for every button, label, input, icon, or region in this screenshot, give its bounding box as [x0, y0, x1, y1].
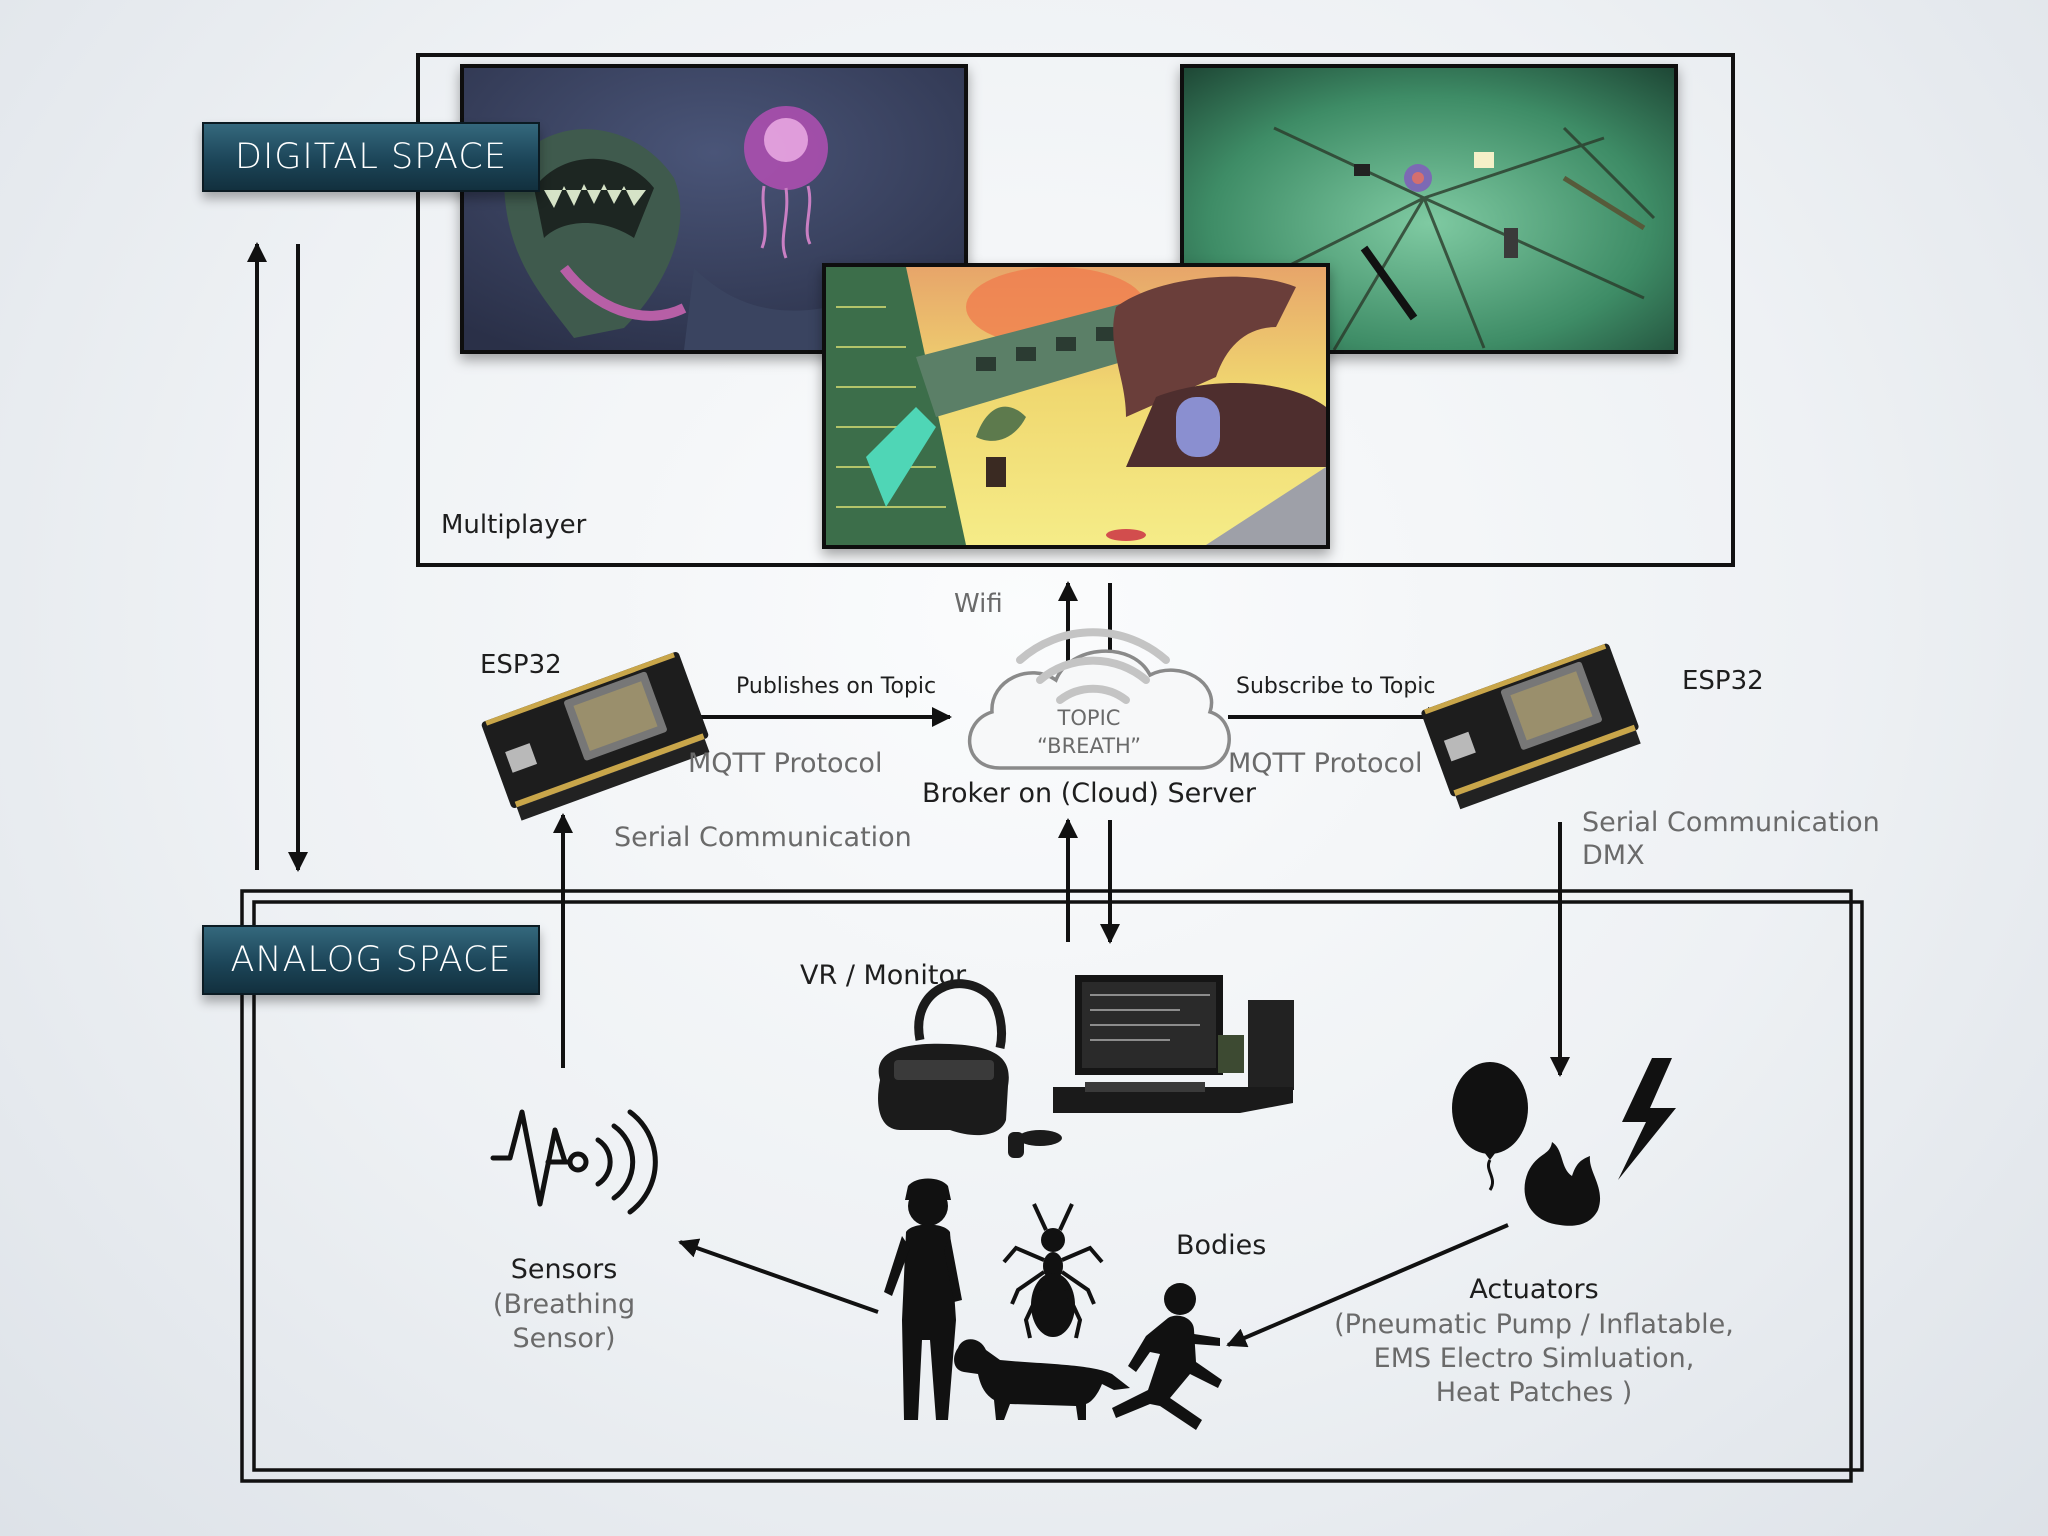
circuit-landscape-image	[826, 267, 1326, 545]
screen-circuit-landscape	[822, 263, 1330, 549]
actuator-icons	[1452, 1058, 1676, 1226]
esp32-board-right	[1421, 643, 1641, 810]
digital-space-label: DIGITAL SPACE	[202, 122, 540, 192]
worker-silhouette	[884, 1178, 962, 1420]
sensors-title: Sensors	[510, 1254, 618, 1285]
actuators-detail: (Pneumatic Pump / Inflatable, EMS Electr…	[1334, 1309, 1734, 1408]
dog-silhouette	[954, 1339, 1130, 1420]
subscribe-label: Subscribe to Topic	[1236, 674, 1436, 699]
bodies-silhouettes	[884, 1178, 1222, 1430]
vr-monitor-label: VR / Monitor	[800, 960, 967, 991]
esp32-board-left	[481, 651, 710, 821]
analog-space-frame	[240, 889, 1864, 1483]
actuators-title: Actuators	[1469, 1274, 1599, 1305]
sensors-detail: (Breathing Sensor)	[492, 1289, 636, 1354]
topic-breath-label: “BREATH”	[1036, 734, 1142, 758]
esp32-left-label: ESP32	[480, 650, 562, 680]
serial-communication-right: Serial Communication	[1582, 807, 1880, 838]
serial-communication-left: Serial Communication	[614, 822, 912, 853]
multiplayer-frame	[416, 53, 1735, 567]
topic-label: TOPIC	[1057, 706, 1121, 730]
esp32-right-label: ESP32	[1682, 666, 1764, 696]
cloud-icon	[967, 649, 1231, 770]
dmx-label: DMX	[1582, 840, 1645, 871]
flame-icon	[1524, 1142, 1601, 1226]
vr-monitor-setup	[878, 975, 1294, 1158]
arrow-actuators-to-bodies	[1226, 1223, 1509, 1348]
mqtt-protocol-left: MQTT Protocol	[688, 748, 883, 779]
publish-label: Publishes on Topic	[736, 674, 937, 699]
analog-space-label: ANALOG SPACE	[202, 925, 540, 995]
wifi-icon	[1016, 628, 1170, 704]
breathing-sensor-icon	[490, 1109, 658, 1215]
lightning-icon	[1618, 1058, 1676, 1180]
balloon-icon	[1452, 1062, 1528, 1191]
multiplayer-label: Multiplayer	[441, 510, 587, 540]
mqtt-protocol-right: MQTT Protocol	[1228, 748, 1423, 779]
wifi-label: Wifi	[954, 589, 1003, 619]
bodies-title: Bodies	[1176, 1230, 1267, 1261]
arrow-bodies-to-sensors	[678, 1238, 879, 1314]
child-silhouette	[1112, 1283, 1222, 1430]
ant-silhouette	[1002, 1203, 1104, 1339]
broker-caption: Broker on (Cloud) Server	[921, 778, 1257, 809]
